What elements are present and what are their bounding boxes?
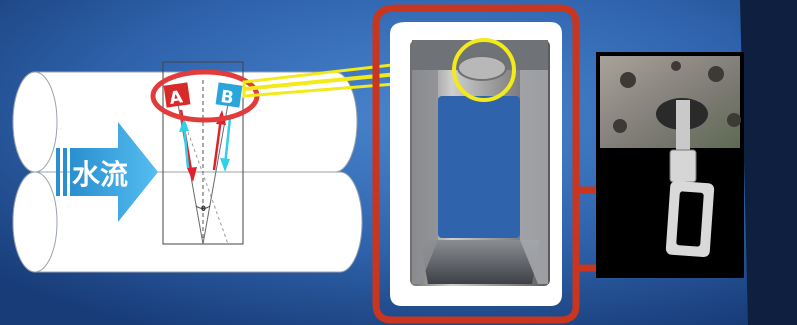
sensor-head <box>670 150 696 182</box>
angle-symbol: θ <box>201 205 206 213</box>
sensor-transducer-disc <box>458 56 506 80</box>
sensor-closeup-photo <box>376 8 576 320</box>
sensor-window <box>438 96 520 238</box>
sensor-bottom-tray <box>420 240 540 284</box>
flow-label: 水流 <box>72 158 128 191</box>
pipe-lower-end-left <box>13 172 57 272</box>
transducer-b-label: B <box>219 87 235 109</box>
flange-sensor-photo <box>596 52 744 278</box>
sensor-stem <box>676 100 690 156</box>
pipe-upper-end-left <box>13 72 57 172</box>
sensor-loop-inner <box>676 191 704 247</box>
pipe-diagram: θ 水流 A B <box>13 62 362 272</box>
background-dark-corner <box>740 0 797 325</box>
